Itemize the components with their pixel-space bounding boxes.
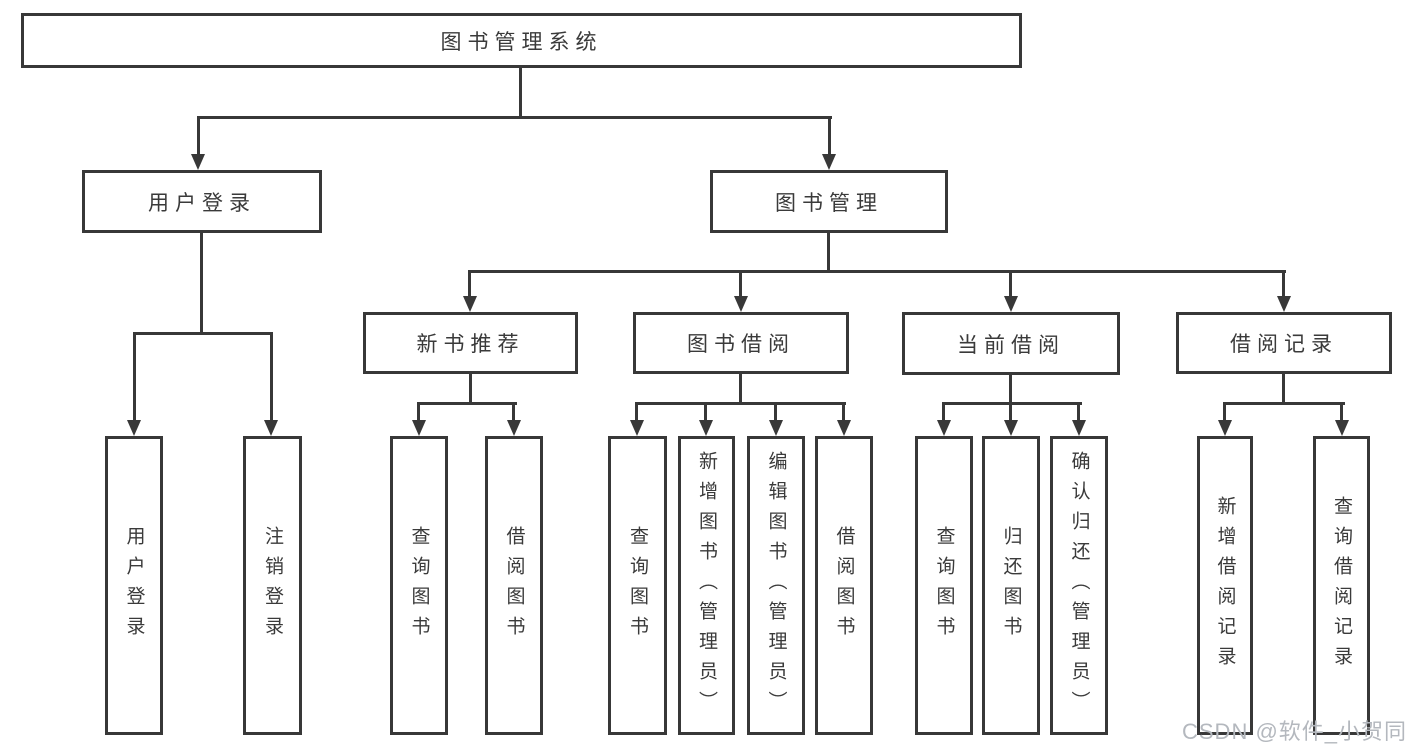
- connector-user-login-bus: [133, 332, 273, 335]
- arrow-down-icon: [1004, 420, 1018, 436]
- node-user-login-label: 用户登录: [148, 191, 256, 215]
- arrow-down-icon: [463, 296, 477, 312]
- leaf-logout-label: 注销登录: [262, 525, 283, 646]
- arrow-down-icon: [937, 420, 951, 436]
- leaf-borrow-borrow-label: 借阅图书: [833, 525, 855, 646]
- connector-new-book-stub: [469, 374, 472, 405]
- connector-drop-user-login: [197, 116, 200, 156]
- leaf-borrow-edit: 编辑图书（管理员）: [747, 436, 805, 735]
- leaf-current-confirm: 确认归还（管理员）: [1050, 436, 1108, 735]
- leaf-borrow-add: 新增图书（管理员）: [678, 436, 735, 735]
- connector-drop-borrow-records: [1282, 270, 1285, 297]
- leaf-current-query-label: 查询图书: [933, 525, 955, 646]
- connector-drop: [704, 402, 707, 421]
- connector-root-bus: [197, 116, 832, 119]
- node-book-borrow: 图书借阅: [633, 312, 849, 374]
- arrow-down-icon: [822, 154, 836, 170]
- connector-user-login-stub: [200, 233, 203, 335]
- node-book-mgmt: 图书管理: [710, 170, 948, 233]
- node-book-mgmt-label: 图书管理: [775, 191, 883, 215]
- leaf-user-login: 用户登录: [105, 436, 163, 735]
- connector-current-borrow-bus: [942, 402, 1082, 405]
- leaf-logout: 注销登录: [243, 436, 302, 735]
- leaf-current-return-label: 归还图书: [1000, 525, 1022, 646]
- node-borrow-records: 借阅记录: [1176, 312, 1392, 374]
- node-current-borrow-label: 当前借阅: [957, 333, 1065, 357]
- leaf-borrow-add-label: 新增图书（管理员）: [696, 450, 717, 721]
- connector-drop: [774, 402, 777, 421]
- connector-drop: [512, 402, 515, 421]
- connector-drop-book-borrow: [739, 270, 742, 297]
- arrow-down-icon: [507, 420, 521, 436]
- node-new-book-rec-label: 新书推荐: [416, 333, 525, 356]
- connector-new-book-bus: [417, 402, 517, 405]
- connector-current-borrow-stub: [1009, 374, 1012, 405]
- arrow-down-icon: [1218, 420, 1232, 436]
- connector-drop-new-book: [468, 270, 471, 297]
- leaf-borrow-query-label: 查询图书: [627, 525, 648, 646]
- watermark-text: CSDN @软件_小贺同学: [1182, 719, 1405, 744]
- arrow-down-icon: [1072, 420, 1086, 436]
- arrow-down-icon: [264, 420, 278, 436]
- connector-drop: [1077, 402, 1080, 421]
- connector-drop-leaf-logout: [270, 332, 273, 421]
- leaf-newbook-query-label: 查询图书: [408, 525, 430, 646]
- leaf-borrow-borrow: 借阅图书: [815, 436, 873, 735]
- connector-book-mgmt-stub: [827, 233, 830, 273]
- connector-drop: [417, 402, 420, 421]
- connector-root-stub: [519, 68, 522, 118]
- arrow-down-icon: [734, 296, 748, 312]
- connector-book-mgmt-bus: [468, 270, 1286, 273]
- arrow-down-icon: [769, 420, 783, 436]
- arrow-down-icon: [191, 154, 205, 170]
- arrow-down-icon: [1335, 420, 1349, 436]
- node-root: 图书管理系统: [21, 13, 1022, 68]
- arrow-down-icon: [1004, 296, 1018, 312]
- connector-drop-leaf-login: [133, 332, 136, 421]
- connector-drop-current-borrow: [1009, 270, 1012, 297]
- leaf-record-add: 新增借阅记录: [1197, 436, 1253, 735]
- arrow-down-icon: [412, 420, 426, 436]
- arrow-down-icon: [1277, 296, 1291, 312]
- node-root-label: 图书管理系统: [440, 30, 603, 54]
- leaf-current-return: 归还图书: [982, 436, 1040, 735]
- node-user-login: 用户登录: [82, 170, 322, 233]
- connector-drop: [635, 402, 638, 421]
- node-borrow-records-label: 借阅记录: [1230, 333, 1338, 356]
- node-book-borrow-label: 图书借阅: [687, 333, 795, 356]
- leaf-record-query-label: 查询借阅记录: [1331, 495, 1352, 676]
- connector-drop: [1009, 402, 1012, 421]
- connector-book-borrow-bus: [635, 402, 846, 405]
- connector-borrow-records-bus: [1223, 402, 1345, 405]
- connector-borrow-records-stub: [1282, 374, 1285, 405]
- connector-drop: [842, 402, 845, 421]
- arrow-down-icon: [699, 420, 713, 436]
- arrow-down-icon: [630, 420, 644, 436]
- connector-drop: [1340, 402, 1343, 421]
- leaf-current-query: 查询图书: [915, 436, 973, 735]
- arrow-down-icon: [837, 420, 851, 436]
- leaf-newbook-borrow: 借阅图书: [485, 436, 543, 735]
- leaf-newbook-query: 查询图书: [390, 436, 448, 735]
- connector-book-borrow-stub: [739, 374, 742, 405]
- leaf-borrow-query: 查询图书: [608, 436, 667, 735]
- leaf-record-add-label: 新增借阅记录: [1214, 495, 1236, 676]
- leaf-current-confirm-label: 确认归还（管理员）: [1068, 450, 1090, 721]
- leaf-newbook-borrow-label: 借阅图书: [503, 525, 525, 646]
- arrow-down-icon: [127, 420, 141, 436]
- connector-drop: [1223, 402, 1226, 421]
- connector-drop-book-mgmt: [828, 116, 831, 156]
- node-current-borrow: 当前借阅: [902, 312, 1120, 375]
- connector-drop: [942, 402, 945, 421]
- node-new-book-rec: 新书推荐: [363, 312, 578, 374]
- leaf-borrow-edit-label: 编辑图书（管理员）: [765, 450, 787, 721]
- leaf-record-query: 查询借阅记录: [1313, 436, 1370, 735]
- leaf-user-login-label: 用户登录: [123, 525, 145, 646]
